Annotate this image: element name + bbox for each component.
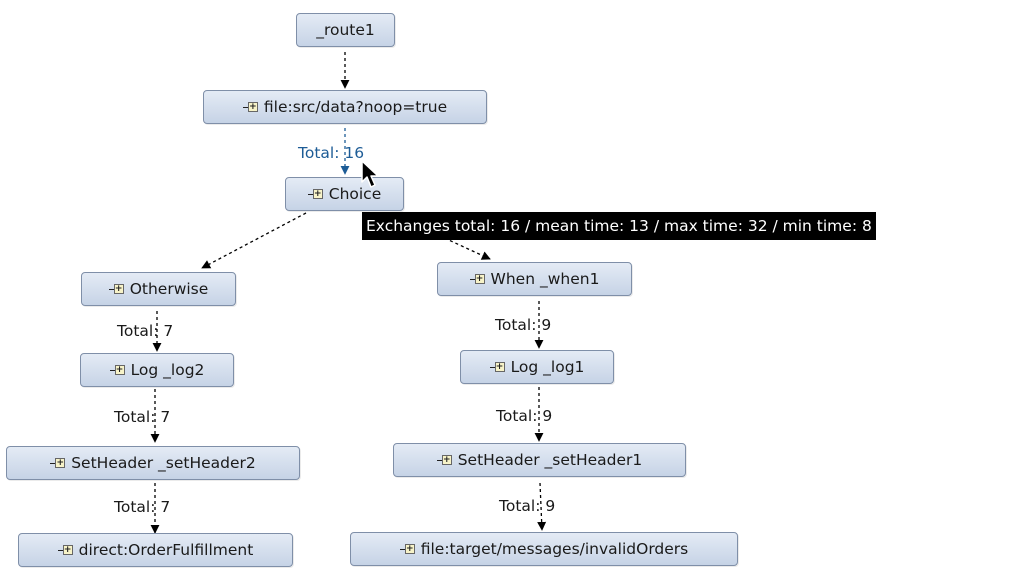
edge-label-otherwise-to-log2: Total: 7 <box>117 322 174 340</box>
expand-icon[interactable] <box>469 274 485 284</box>
expand-icon[interactable] <box>50 458 66 468</box>
node-when1-label: When _when1 <box>490 270 600 288</box>
edge-label-setheader2-to-direct: Total: 7 <box>114 498 171 516</box>
edge-label-when1-to-log1: Total: 9 <box>495 316 552 334</box>
node-choice[interactable]: Choice <box>285 177 404 211</box>
expand-icon[interactable] <box>436 455 452 465</box>
expand-icon[interactable] <box>109 365 125 375</box>
node-log2[interactable]: Log _log2 <box>80 353 234 387</box>
node-log1[interactable]: Log _log1 <box>460 350 614 384</box>
node-log2-label: Log _log2 <box>130 361 205 379</box>
node-otherwise-label: Otherwise <box>129 280 209 298</box>
node-file-src[interactable]: file:src/data?noop=true <box>203 90 487 124</box>
statistics-tooltip: Exchanges total: 16 / mean time: 13 / ma… <box>362 212 876 240</box>
edge-choice-to-otherwise <box>201 212 307 269</box>
node-setheader2-label: SetHeader _setHeader2 <box>71 454 256 472</box>
expand-icon[interactable] <box>489 362 505 372</box>
expand-icon[interactable] <box>242 102 258 112</box>
node-route-label: _route1 <box>316 21 375 39</box>
expand-icon[interactable] <box>399 544 415 554</box>
node-file-invalid[interactable]: file:target/messages/invalidOrders <box>350 532 738 566</box>
expand-icon[interactable] <box>57 545 73 555</box>
expand-icon[interactable] <box>307 189 323 199</box>
edge-label-file-to-choice: Total: 16 <box>298 144 365 162</box>
node-setheader1-label: SetHeader _setHeader1 <box>457 451 643 469</box>
node-route[interactable]: _route1 <box>296 13 395 47</box>
node-direct-fulfillment[interactable]: direct:OrderFulfillment <box>18 533 293 567</box>
node-log1-label: Log _log1 <box>510 358 585 376</box>
node-file-src-label: file:src/data?noop=true <box>263 98 448 116</box>
edge-label-log2-to-setheader2: Total: 7 <box>114 408 171 426</box>
edge-label-setheader1-to-file: Total: 9 <box>499 497 556 515</box>
expand-icon[interactable] <box>108 284 124 294</box>
node-otherwise[interactable]: Otherwise <box>81 272 236 306</box>
node-direct-fulfillment-label: direct:OrderFulfillment <box>78 541 254 559</box>
edge-label-log1-to-setheader1: Total: 9 <box>496 407 553 425</box>
node-file-invalid-label: file:target/messages/invalidOrders <box>420 540 689 558</box>
mouse-pointer-icon <box>361 160 379 188</box>
edge-setheader1-to-file <box>537 482 547 531</box>
node-setheader2[interactable]: SetHeader _setHeader2 <box>6 446 300 480</box>
node-setheader1[interactable]: SetHeader _setHeader1 <box>393 443 686 477</box>
node-when1[interactable]: When _when1 <box>437 262 632 296</box>
node-choice-label: Choice <box>328 185 382 203</box>
